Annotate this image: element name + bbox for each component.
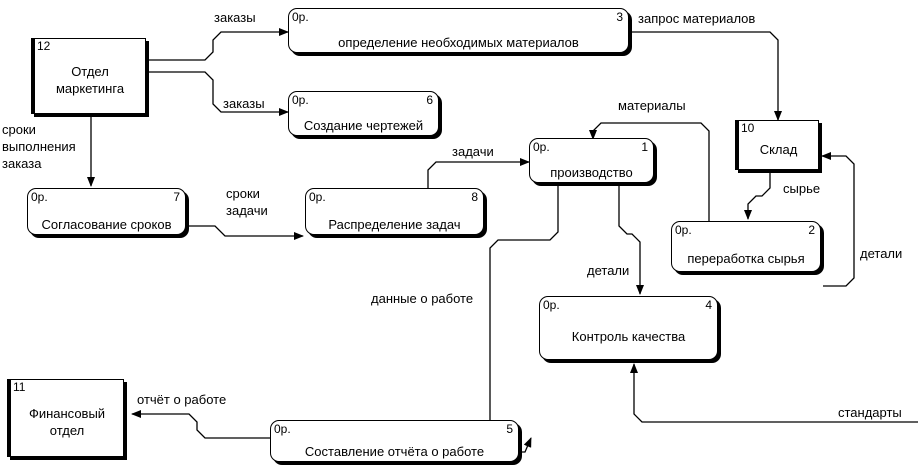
- process-number: 3: [616, 10, 623, 24]
- entity-11-finance[interactable]: 11 Финансовый отдел: [7, 379, 124, 457]
- process-2-raw-processing[interactable]: 0р. 2 переработка сырья: [671, 221, 821, 272]
- process-cost: 0р.: [31, 190, 48, 204]
- process-title: Распределение задач: [328, 217, 461, 232]
- process-number: 5: [506, 422, 513, 436]
- process-title: Составление отчёта о работе: [304, 444, 485, 459]
- process-cost: 0р.: [292, 10, 309, 24]
- arrow-orders-to-p6: [148, 71, 289, 116]
- process-3-material-definition[interactable]: 0р. 3 определение необходимых материалов: [288, 8, 629, 53]
- arrow-report-to-finance: [131, 410, 270, 439]
- entity-number: 10: [741, 121, 755, 135]
- entity-number: 11: [13, 380, 26, 394]
- flow-label-raw-materials: сырье: [783, 181, 821, 196]
- flow-label-tasks: задачи: [452, 144, 494, 159]
- entity-title: Склад: [759, 141, 798, 157]
- arrow-material-request: [631, 31, 782, 121]
- flow-label-parts-to-storage: детали: [860, 246, 903, 261]
- flow-label-work-data: данные о работе: [371, 291, 474, 306]
- flow-label-order-deadlines: сроки выполнения заказа: [2, 122, 76, 171]
- process-title: Контроль качества: [571, 329, 686, 344]
- process-title: Согласование сроков: [41, 217, 172, 232]
- process-cost: 0р.: [292, 93, 309, 107]
- arrow-orders-to-p3: [148, 28, 289, 61]
- process-number: 6: [426, 93, 433, 107]
- arrow-standards-to-p4: [630, 363, 918, 423]
- process-4-quality-control[interactable]: 0р. 4 Контроль качества: [539, 296, 718, 360]
- process-number: 8: [471, 190, 478, 204]
- process-title: производство: [550, 165, 633, 180]
- flow-label-material-request: запрос материалов: [638, 11, 756, 26]
- process-title: переработка сырья: [687, 251, 805, 266]
- flow-label-parts-to-quality: детали: [587, 263, 630, 278]
- entity-12-marketing[interactable]: 12 Отдел маркетинга: [31, 38, 146, 114]
- process-number: 7: [173, 190, 180, 204]
- process-number: 4: [705, 298, 712, 312]
- arrow-parts-to-p4: [618, 184, 644, 295]
- process-cost: 0р.: [543, 298, 560, 312]
- entity-number: 12: [37, 39, 51, 53]
- flow-label-materials: материалы: [618, 98, 686, 113]
- process-5-work-report[interactable]: 0р. 5 Составление отчёта о работе: [270, 420, 519, 462]
- process-8-task-distribution[interactable]: 0р. 8 Распределение задач: [305, 188, 484, 235]
- process-title: определение необходимых материалов: [338, 35, 579, 50]
- flow-label-orders-1: заказы: [214, 10, 256, 25]
- arrow-raw-to-p2: [744, 172, 771, 220]
- flow-label-terms-tasks: сроки задачи: [226, 186, 268, 218]
- process-number: 1: [641, 140, 648, 154]
- entity-10-warehouse[interactable]: 10 Склад: [735, 120, 819, 170]
- arrow-workdata-to-p5: [489, 184, 559, 453]
- entity-title: Финансовый отдел: [28, 406, 106, 438]
- flow-label-work-report: отчёт о работе: [137, 392, 227, 407]
- arrow-materials-to-p1: [589, 122, 710, 221]
- arrow-tasks-to-p1: [427, 158, 530, 188]
- entity-title: Отдел маркетинга: [55, 64, 125, 96]
- process-1-production[interactable]: 0р. 1 производство: [529, 138, 654, 183]
- process-6-drawings[interactable]: 0р. 6 Создание чертежей: [288, 91, 439, 136]
- process-title: Создание чертежей: [303, 118, 424, 133]
- process-cost: 0р.: [533, 140, 550, 154]
- process-cost: 0р.: [675, 223, 692, 237]
- arrow-parts-to-storage: [821, 152, 855, 287]
- process-7-agree-deadlines[interactable]: 0р. 7 Согласование сроков: [27, 188, 186, 235]
- process-cost: 0р.: [309, 190, 326, 204]
- process-number: 2: [808, 223, 815, 237]
- flow-label-standards: стандарты: [838, 405, 902, 420]
- process-cost: 0р.: [274, 422, 291, 436]
- flow-label-orders-2: заказы: [223, 96, 265, 111]
- arrow-terms-to-p8: [188, 225, 304, 240]
